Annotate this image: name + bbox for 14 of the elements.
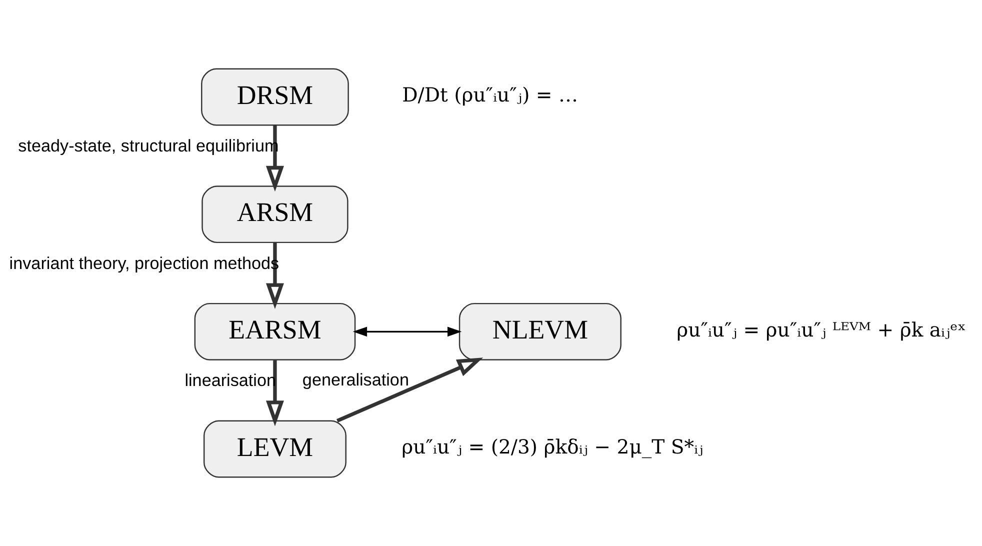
node-label: ρu″ᵢu″ⱼ = (2/3) ρ̄kδᵢⱼ − 2μ_T S*ᵢⱼ bbox=[402, 436, 704, 459]
edge-label: generalisation bbox=[302, 370, 409, 390]
arrow bbox=[266, 360, 284, 426]
node-label: ρu″ᵢu″ⱼ = ρu″ᵢu″ⱼ ᴸᴱⱽᴹ + ρ̄k aᵢⱼᵉˣ bbox=[676, 318, 966, 342]
arrow bbox=[336, 358, 484, 422]
node-box: EARSM bbox=[194, 302, 356, 360]
node-box: DRSM bbox=[201, 68, 349, 126]
arrow bbox=[266, 242, 284, 309]
node-box: LEVM bbox=[203, 420, 346, 478]
arrow bbox=[266, 125, 284, 192]
node-box: ARSM bbox=[202, 186, 348, 244]
node-box: NLEVM bbox=[458, 302, 622, 360]
arrow bbox=[352, 326, 462, 337]
node-label: D/Dt (ρu″ᵢu″ⱼ) = … bbox=[402, 84, 578, 107]
